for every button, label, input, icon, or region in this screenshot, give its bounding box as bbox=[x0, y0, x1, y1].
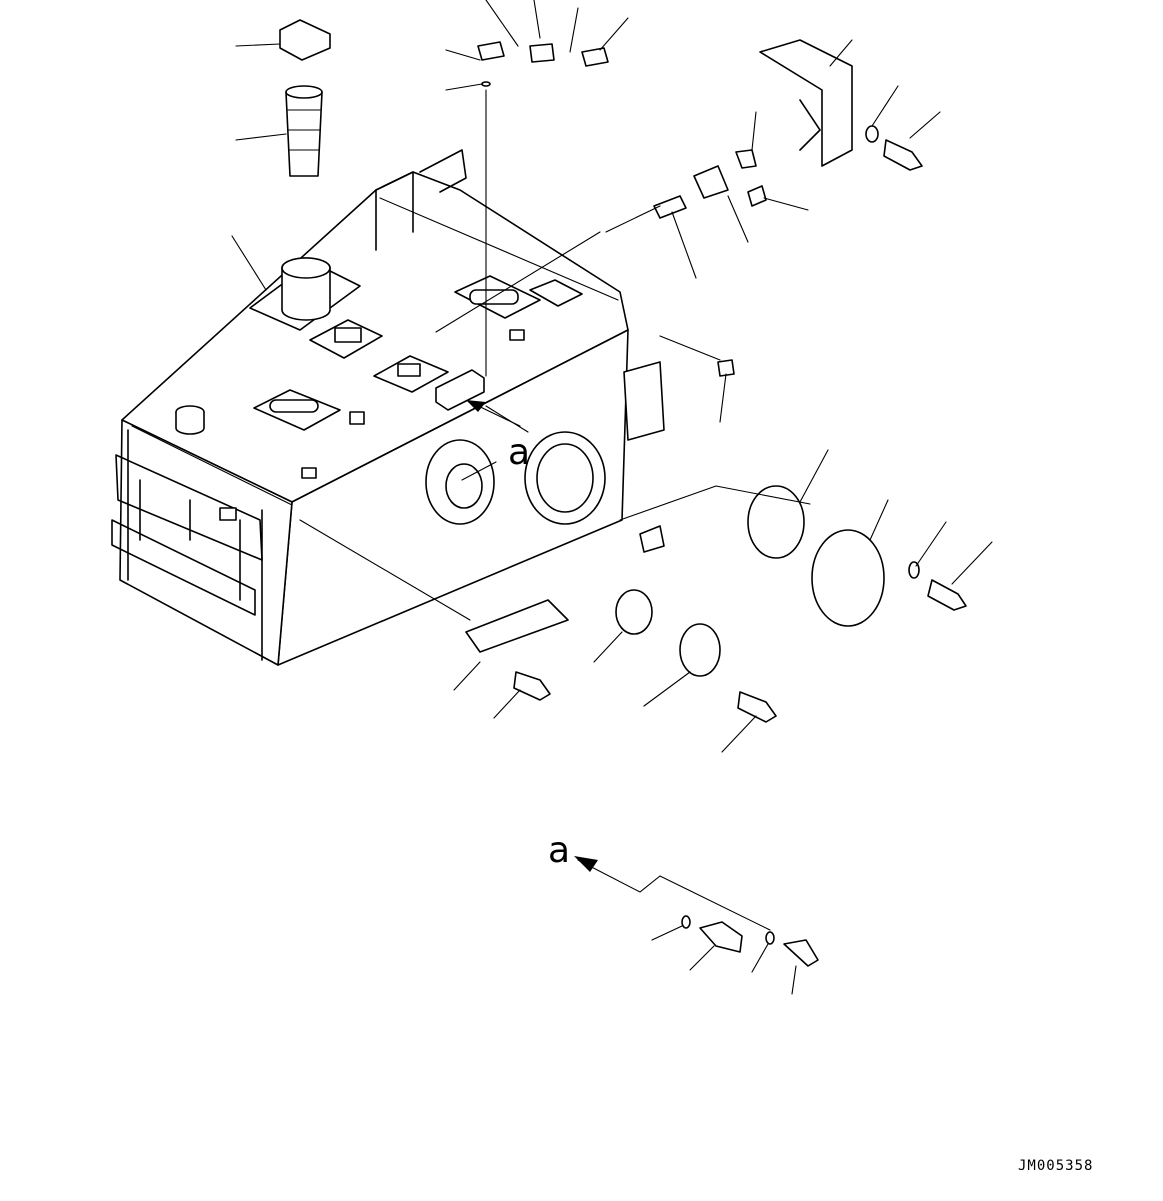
view-label-a: a bbox=[508, 432, 530, 473]
loose-parts bbox=[280, 20, 966, 722]
tank-body bbox=[112, 150, 664, 665]
leader-lines bbox=[232, 0, 992, 752]
view-arrow-a: a bbox=[466, 400, 530, 473]
detail-label-a: a bbox=[548, 830, 570, 871]
drawing-number: JM005358 bbox=[1018, 1158, 1093, 1174]
detail-a: a bbox=[548, 830, 818, 994]
